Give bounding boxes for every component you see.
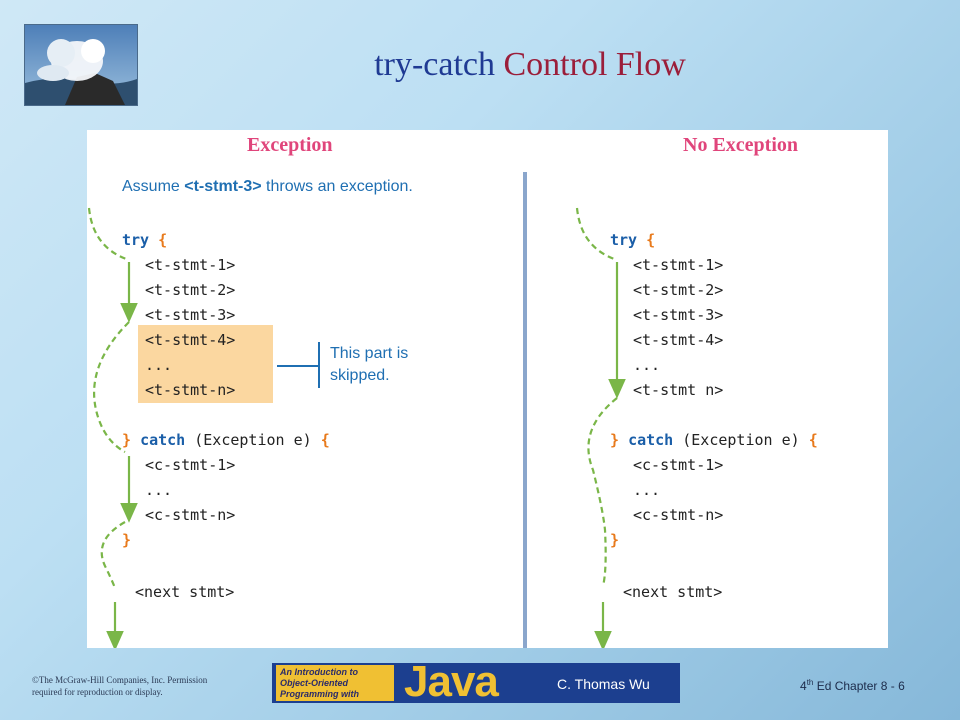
code-line: <t-stmt-1> — [633, 256, 724, 274]
flow-dashed-entry-right — [575, 207, 618, 262]
flow-arrows — [87, 207, 626, 648]
no-exception-header: No Exception — [683, 134, 798, 156]
left-try-body: <t-stmt-1> <t-stmt-2> <t-stmt-3> <t-stmt-4>… — [145, 253, 235, 403]
edition-suffix: th — [806, 678, 814, 687]
copyright-notice: ©The McGraw-Hill Companies, Inc. Permiss… — [32, 674, 262, 698]
banner-subtitle: An Introduction to Object-Oriented Progr… — [276, 665, 394, 701]
left-end-brace: } — [122, 528, 131, 553]
copyright-line2: required for reproduction or display. — [32, 687, 163, 697]
close-brace: } — [610, 531, 620, 549]
close-brace: } — [122, 431, 132, 449]
code-line: <t-stmt-1> — [145, 256, 236, 274]
assumption-note: Assume <t-stmt-3> throws an exception. — [122, 178, 413, 196]
try-keyword: try — [122, 231, 150, 249]
code-line: <c-stmt-1> — [633, 456, 724, 474]
flow-dashed-jump-left — [92, 321, 130, 453]
note-code: <t-stmt-3> — [184, 178, 262, 195]
left-next-stmt: <next stmt> — [135, 583, 235, 601]
code-line: ... — [633, 481, 661, 499]
title-part-2: Control Flow — [503, 46, 686, 83]
exception-header: Exception — [247, 134, 333, 156]
skipped-highlight — [138, 325, 273, 403]
flow-dashed-jump-right — [587, 397, 618, 587]
left-code-try: try { — [122, 228, 167, 253]
column-divider — [523, 172, 527, 648]
code-line: <t-stmt n> — [633, 381, 724, 399]
right-try-body: <t-stmt-1> <t-stmt-2> <t-stmt-3> <t-stmt-4>… — [633, 253, 723, 403]
code-line: ... — [633, 356, 661, 374]
diagram-panel: Exception No Exception Assume <t-stmt-3>… — [87, 130, 888, 648]
skip-bracket — [277, 342, 320, 388]
copyright-line1: ©The McGraw-Hill Companies, Inc. Permiss… — [32, 675, 208, 685]
open-brace: { — [808, 431, 818, 449]
skipped-label-line2: skipped. — [330, 367, 390, 384]
skipped-label: This part is skipped. — [330, 343, 408, 387]
code-line: <t-stmt-2> — [633, 281, 724, 299]
catch-keyword: catch — [140, 431, 186, 449]
skipped-label-line1: This part is — [330, 345, 409, 362]
code-line: <t-stmt-n> — [145, 381, 236, 399]
flow-dashed-entry-left — [87, 207, 130, 262]
open-brace: { — [158, 231, 168, 249]
code-line: <t-stmt-3> — [633, 306, 724, 324]
banner-line1: An Introduction to — [280, 667, 358, 677]
code-line: <t-stmt-4> — [633, 331, 724, 349]
code-line: ... — [145, 356, 173, 374]
open-brace: { — [320, 431, 330, 449]
code-line: <t-stmt-3> — [145, 306, 236, 324]
title-part-1: try-catch — [374, 46, 495, 83]
chapter-text: Ed Chapter 8 - 6 — [813, 679, 905, 693]
book-banner: An Introduction to Object-Oriented Progr… — [272, 663, 680, 703]
code-line: <c-stmt-1> — [145, 456, 236, 474]
chapter-label: 4th Ed Chapter 8 - 6 — [800, 678, 905, 693]
left-catch-line: } catch (Exception e) { — [122, 428, 330, 453]
left-catch-body: <c-stmt-1>... <c-stmt-n> — [145, 453, 235, 528]
right-next-stmt: <next stmt> — [623, 583, 723, 601]
banner-author: C. Thomas Wu — [557, 676, 650, 692]
code-line: <c-stmt-n> — [145, 506, 236, 524]
right-catch-line: } catch (Exception e) { — [610, 428, 818, 453]
catch-keyword: catch — [628, 431, 674, 449]
right-end-brace: } — [610, 528, 619, 553]
banner-java: Java — [404, 663, 499, 703]
code-line: <c-stmt-n> — [633, 506, 724, 524]
banner-line3: Programming with — [280, 689, 360, 699]
catch-args: (Exception e) — [194, 431, 312, 449]
catch-args: (Exception e) — [682, 431, 800, 449]
flow-dashed-exit-left — [100, 521, 126, 589]
note-prefix: Assume — [122, 178, 185, 195]
close-brace: } — [610, 431, 620, 449]
code-line: <t-stmt-2> — [145, 281, 236, 299]
right-code-try: try { — [610, 228, 655, 253]
close-brace: } — [122, 531, 132, 549]
code-line: ... — [145, 481, 173, 499]
code-line: <t-stmt-4> — [145, 331, 236, 349]
banner-line2: Object-Oriented — [280, 678, 349, 688]
open-brace: { — [646, 231, 656, 249]
edition-number: 4 — [800, 679, 807, 693]
right-catch-body: <c-stmt-1>... <c-stmt-n> — [633, 453, 723, 528]
wave-splash-logo — [24, 24, 138, 106]
note-suffix: throws an exception. — [261, 178, 413, 195]
page-title: try-catch Control Flow — [0, 46, 960, 84]
try-keyword: try — [610, 231, 638, 249]
